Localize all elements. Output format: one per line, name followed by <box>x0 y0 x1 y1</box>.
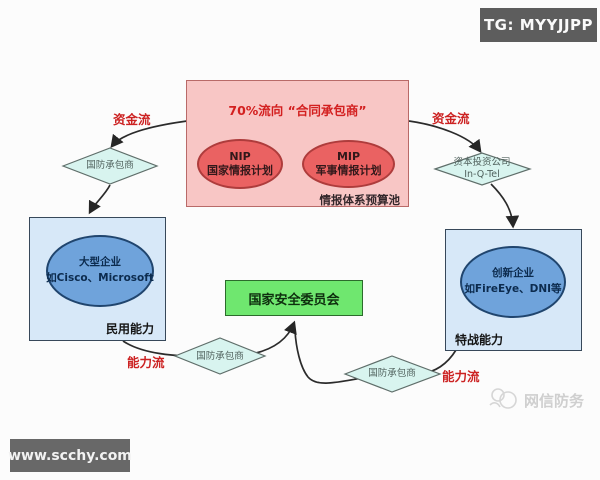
watermark-text: 网信防务 <box>524 391 585 410</box>
line-special-to-nsc <box>294 330 457 384</box>
inqtel-label-line2: In-Q-Tel <box>464 168 500 180</box>
inqtel-label-line1: 资本投资公司 <box>453 157 511 168</box>
site-badge: www.scchy.com <box>8 439 132 472</box>
arrow-pool-to-inqtel <box>408 120 482 154</box>
civilian-line2: 如Cisco、Microsoft <box>46 272 154 284</box>
inqtel-label: 资本投资公司 In-Q-Tel <box>434 157 530 181</box>
arrow-pool-to-left-contractor <box>110 120 188 149</box>
arrow-left-contractor-to-civilian <box>88 184 111 215</box>
left-contractor-diamond <box>61 147 159 185</box>
funds-flow-label-left: 资金流 <box>113 112 151 127</box>
bottom-right-contractor-label: 国防承包商 <box>368 368 416 379</box>
arrow-inqtel-to-special <box>490 183 520 229</box>
tg-badge: TG: MYYJJPP <box>480 8 597 42</box>
mip-ellipse: MIP 军事情报计划 <box>302 140 395 188</box>
inqtel-diamond <box>433 152 532 186</box>
pool-label: 情报体系预算池 <box>319 193 401 207</box>
civilian-ellipse: 大型企业 如Cisco、Microsoft <box>46 235 154 307</box>
left-contractor-label: 国防承包商 <box>86 160 134 171</box>
nsc-box: 国家安全委员会 <box>225 280 363 316</box>
civilian-capability-label: 民用能力 <box>105 322 154 336</box>
capability-flow-label-right: 能力流 <box>442 369 480 384</box>
special-line2: 如FireEye、DNI等 <box>464 283 562 295</box>
bottom-left-contractor-diamond <box>173 337 267 375</box>
special-ellipse: 创新企业 如FireEye、DNI等 <box>460 246 566 318</box>
nip-title: NIP <box>229 149 251 163</box>
bottom-left-contractor-label: 国防承包商 <box>196 351 244 362</box>
special-line1: 创新企业 <box>492 267 534 280</box>
civilian-line1: 大型企业 <box>79 256 121 269</box>
nip-subtitle: 国家情报计划 <box>207 164 273 177</box>
mip-subtitle: 军事情报计划 <box>315 164 382 177</box>
pool-flow-heading: 70%流向 “合同承包商” <box>228 103 367 118</box>
watermark-logo-icon <box>489 388 517 409</box>
funds-flow-label-right: 资金流 <box>432 111 470 126</box>
mip-title: MIP <box>336 149 361 163</box>
bottom-right-contractor-diamond <box>343 355 442 393</box>
special-capability-label: 特战能力 <box>455 333 504 347</box>
watermark: 网信防务 <box>486 385 584 415</box>
capability-flow-label-left: 能力流 <box>127 355 165 370</box>
nip-ellipse: NIP 国家情报计划 <box>197 139 283 189</box>
